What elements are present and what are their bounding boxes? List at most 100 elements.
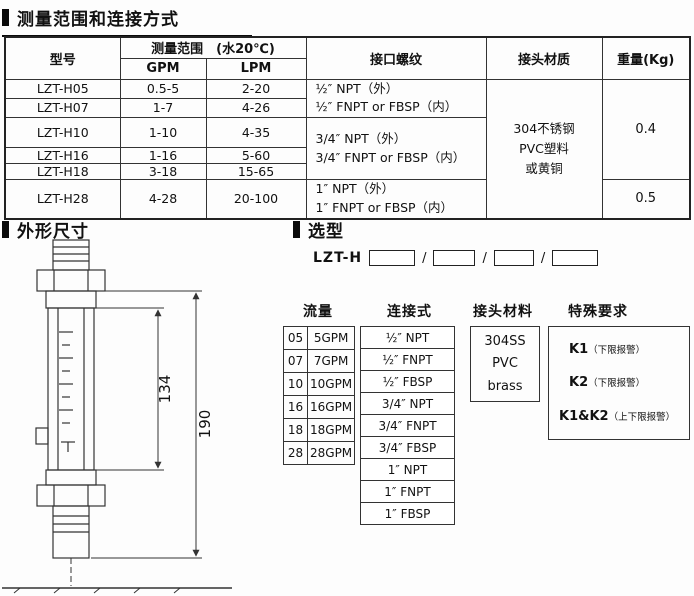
code-separator: / (422, 250, 427, 266)
flow-code: 07 (283, 349, 308, 373)
thread-line: 3/4″ NPT（外） (315, 130, 407, 146)
material-line: 304不锈钢 (513, 120, 575, 136)
cell-model: LZT-H28 (4, 179, 121, 219)
section-marker-icon (293, 221, 300, 238)
flow-label: 10GPM (306, 372, 356, 396)
connection-option: 3/4″ NPT (360, 392, 455, 415)
material-option: brass (487, 379, 523, 395)
thread-line: 3/4″ FNPT or FBSP（内） (315, 149, 466, 165)
special-note: （上下限报警） (608, 411, 676, 423)
code-box-connection (433, 250, 476, 266)
code-box-special (552, 250, 599, 266)
spec-row-h10: LZT-H10 1-10 4-35 3/4″ NPT（外） 3/4″ FNPT … (4, 117, 690, 180)
special-code: K2 (569, 375, 589, 391)
thread-line: ½″ NPT（外） (315, 80, 399, 96)
cell-thread-threequarter: 3/4″ NPT（外） 3/4″ FNPT or FBSP（内） (305, 117, 487, 180)
flow-code: 28 (283, 441, 308, 465)
code-box-flow (369, 250, 416, 266)
header-material: 接头材质 (485, 36, 603, 80)
flow-label: 18GPM (306, 418, 356, 442)
special-option: K2 （下限报警） (559, 375, 683, 390)
cell-lpm: 20-100 (205, 179, 307, 219)
flow-label: 5GPM (306, 326, 356, 350)
section-selection-title: 选型 (293, 217, 344, 242)
special-header: 特殊要求 (568, 304, 628, 320)
material-option: 304SS (484, 333, 526, 349)
cell-lpm: 2-20 (205, 78, 307, 99)
spec-table: 型号 测量范围 (水20℃) 接口螺纹 接头材质 重量(Kg) GPM LPM … (4, 36, 691, 220)
cell-model: LZT-H16 (4, 147, 121, 164)
flow-row: 10 10GPM (283, 372, 356, 396)
thread-line: ½″ FNPT or FBSP（内） (315, 99, 458, 115)
material-options-box: 304SS PVC brass (470, 326, 540, 402)
model-code-row: LZT-H / / / (313, 250, 599, 266)
header-gpm: GPM (119, 57, 207, 80)
section-marker-icon (2, 221, 9, 238)
header-range: 测量范围 (水20℃) (119, 36, 307, 59)
cell-thread-half: ½″ NPT（外） ½″ FNPT or FBSP（内） (305, 78, 487, 118)
section-marker-icon (2, 9, 9, 26)
connection-option: ½″ FNPT (360, 348, 455, 371)
connection-option: 1″ FBSP (360, 502, 455, 525)
cell-lpm: 4-35 (205, 117, 307, 148)
cell-model: LZT-H07 (4, 97, 121, 119)
section-title-text: 测量范围和连接方式 (17, 10, 179, 30)
spec-row-h28: LZT-H28 4-28 20-100 1″ NPT（外） 1″ FNPT or… (4, 179, 691, 219)
flow-code: 10 (283, 372, 308, 396)
thread-line: 1″ NPT（外） (315, 181, 395, 196)
cell-gpm: 1-16 (119, 147, 207, 164)
material-line: PVC塑料 (519, 140, 569, 156)
connection-option: 1″ FNPT (360, 480, 455, 503)
code-separator: / (482, 250, 487, 266)
header-lpm: LPM (205, 57, 307, 80)
cell-gpm: 3-18 (119, 163, 207, 180)
flow-code-table: 05 5GPM 07 7GPM 10 10GPM 16 16GPM 18 18G… (283, 326, 356, 465)
code-box-material (493, 250, 534, 266)
cell-material: 304不锈钢 PVC塑料 或黄铜 (485, 78, 603, 219)
header-model: 型号 (4, 36, 121, 80)
flow-row: 28 28GPM (283, 441, 356, 465)
spec-row-h07: LZT-H07 1-7 4-26 (4, 97, 690, 119)
thread-line: 1″ FNPT or FBSP（内） (315, 199, 454, 215)
section-title-text: 选型 (308, 222, 344, 242)
connection-list: ½″ NPT ½″ FNPT ½″ FBSP 3/4″ NPT 3/4″ FNP… (360, 326, 455, 525)
connection-option: ½″ NPT (360, 326, 455, 349)
header-weight: 重量(Kg) (601, 36, 691, 80)
spec-header-row-1: 型号 测量范围 (水20℃) 接口螺纹 接头材质 重量(Kg) (4, 36, 691, 80)
flow-code: 16 (283, 395, 308, 419)
flow-header: 流量 (303, 304, 333, 320)
special-note: （下限报警） (588, 378, 646, 390)
cell-lpm: 5-60 (205, 147, 307, 164)
material-header: 接头材料 (473, 304, 533, 320)
cell-model: LZT-H05 (4, 78, 121, 99)
section-measurement-title: 测量范围和连接方式 (2, 5, 252, 37)
cell-gpm: 1-10 (119, 117, 207, 148)
material-option: PVC (492, 356, 518, 372)
connection-option: 3/4″ FBSP (360, 436, 455, 459)
flow-meter-drawing: 134 190 (2, 239, 232, 594)
model-prefix: LZT-H (313, 250, 363, 266)
code-separator: / (540, 250, 546, 266)
flow-row: 18 18GPM (283, 418, 356, 442)
special-code: K1&K2 (559, 408, 609, 424)
connection-option: 3/4″ FNPT (360, 414, 455, 437)
cell-model: LZT-H10 (4, 117, 121, 148)
cell-lpm: 15-65 (205, 163, 307, 180)
spec-row-h05: LZT-H05 0.5-5 2-20 ½″ NPT（外） ½″ FNPT or … (4, 78, 691, 219)
cell-thread-one-inch: 1″ NPT（外） 1″ FNPT or FBSP（内） (305, 179, 487, 219)
material-line: 或黄铜 (525, 160, 563, 176)
section-title-text: 外形尺寸 (17, 222, 89, 242)
cell-weight-05: 0.5 (601, 179, 691, 219)
special-option: K1 （下限报警） (559, 342, 683, 357)
cell-lpm: 4-26 (205, 97, 307, 119)
flow-row: 07 7GPM (283, 349, 356, 373)
cell-weight-04: 0.4 (601, 78, 691, 180)
cell-gpm: 4-28 (119, 179, 207, 219)
flow-label: 7GPM (306, 349, 356, 373)
flow-code: 05 (283, 326, 308, 350)
special-option: K1&K2 （上下限报警） (559, 409, 683, 424)
cell-model: LZT-H18 (4, 163, 121, 180)
special-note: （下限报警） (588, 345, 646, 357)
flow-row: 16 16GPM (283, 395, 356, 419)
special-code: K1 (569, 342, 589, 358)
